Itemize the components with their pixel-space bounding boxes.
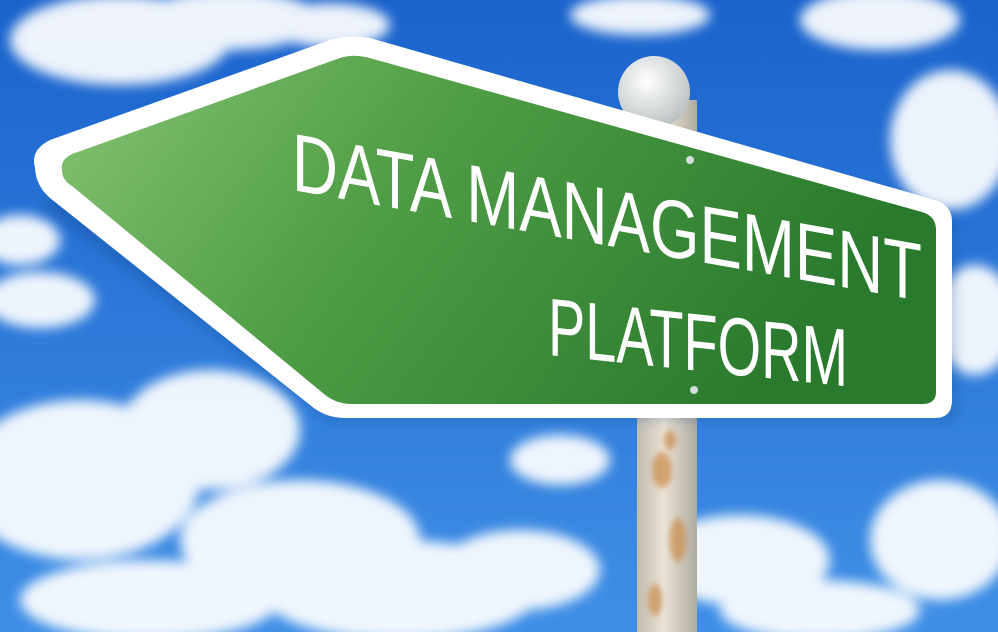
pole-cap	[618, 56, 690, 128]
rivet-bottom	[690, 386, 698, 394]
sign-face	[61, 55, 936, 404]
rivet-top	[686, 156, 694, 164]
